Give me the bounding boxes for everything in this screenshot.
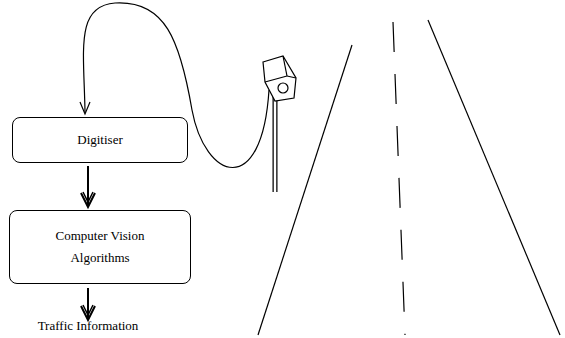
box-text: Computer Vision Algorithms [17, 225, 183, 269]
output-arrowhead [83, 305, 93, 315]
output-arrowhead [81, 306, 95, 320]
lane-marking [393, 22, 405, 335]
camera-body [263, 56, 296, 101]
process-box: Computer Vision Algorithms [9, 210, 191, 284]
camera-pole [273, 96, 278, 192]
output-label: Traffic Information [38, 318, 139, 334]
box-text: Digitiser [69, 129, 131, 151]
camera-pole-inner [274, 96, 277, 192]
cable-arrowhead [80, 102, 90, 114]
camera-edge [287, 76, 296, 78]
camera-edge [283, 56, 287, 76]
road-edge [258, 45, 352, 335]
camera-edge [265, 76, 287, 82]
process-box: Digitiser [12, 117, 188, 163]
flow-arrow [81, 166, 95, 207]
road-edge [428, 20, 560, 335]
camera-lens [278, 83, 288, 93]
